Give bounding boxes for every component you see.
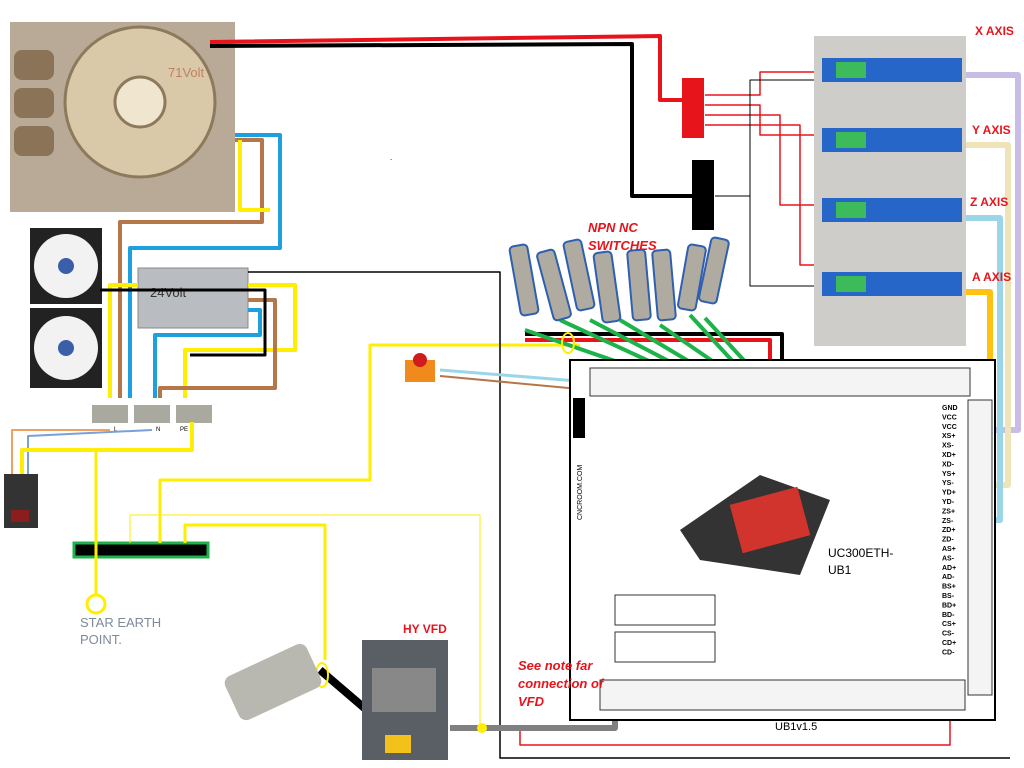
board-version: UB1v1.5 — [775, 721, 817, 733]
psu-label: 24Volt — [150, 285, 187, 300]
pin-label: BD- — [942, 612, 955, 619]
switches-label-1: NPN NC — [588, 220, 638, 235]
earth-label-2: POINT. — [80, 632, 122, 647]
pin-label: XD+ — [942, 452, 956, 459]
vfd-label: HY VFD — [403, 622, 447, 636]
marker-ellipse — [561, 332, 575, 354]
pin-label: BS- — [942, 593, 955, 600]
pin-label: AS+ — [942, 546, 956, 553]
pin-label: ZD+ — [942, 527, 955, 534]
terminal-n-label: N — [156, 427, 160, 433]
star-earth-point — [85, 593, 107, 615]
stray-mark: . — [390, 153, 392, 162]
board-name-1: UC300ETH- — [828, 546, 893, 560]
stepper-drivers — [814, 36, 966, 346]
hy-vfd — [362, 640, 448, 760]
npn-proximity-switches — [508, 236, 730, 324]
mains-switch — [4, 474, 38, 528]
pin-label: CS+ — [942, 621, 956, 628]
earth-label-1: STAR EARTH — [80, 615, 161, 630]
pin-label: ZS+ — [942, 508, 955, 515]
a-axis-label: A AXIS — [972, 270, 1011, 284]
vfd-note-1: See note far — [518, 658, 593, 673]
pin-label: GND — [942, 405, 958, 412]
terminal-blocks: L N PE — [92, 405, 212, 433]
pin-label: XS+ — [942, 433, 955, 440]
black-power-bus — [692, 160, 714, 230]
pin-label: CD+ — [942, 640, 956, 647]
right-pin-labels: GND VCC VCC XS+ XS- XD+ XD- YS+ YS- YD+ YD- ZS+ ZS- Z… — [942, 405, 958, 656]
spindle-motor — [224, 643, 322, 721]
marker-dot — [477, 723, 487, 733]
pin-label: ZS- — [942, 518, 954, 525]
emergency-stop-button — [405, 353, 435, 382]
switches-label-2: SWITCHES — [588, 238, 657, 253]
board-name-2: UB1 — [828, 563, 852, 577]
pin-label: CS- — [942, 631, 955, 638]
pin-label: AS- — [942, 555, 955, 562]
vfd-note-3: VFD — [518, 694, 545, 709]
pin-label: CD- — [942, 649, 955, 656]
pin-label: VCC — [942, 424, 957, 431]
board-site-label: CNCROOM.COM — [577, 465, 584, 520]
power-supply-24v: 24Volt — [137, 267, 249, 329]
pin-label: YS- — [942, 480, 954, 487]
earth-bar — [72, 541, 210, 559]
terminal-l-label: L — [114, 427, 118, 433]
vfd-note-2: connection of — [518, 676, 605, 691]
pin-label: BD+ — [942, 602, 956, 609]
pin-label: BS+ — [942, 584, 956, 591]
pin-label: AD+ — [942, 565, 956, 572]
pin-label: XD- — [942, 461, 955, 468]
pin-label: YD+ — [942, 490, 956, 497]
red-power-bus — [682, 78, 704, 138]
pin-label: AD- — [942, 574, 955, 581]
z-axis-label: Z AXIS — [970, 195, 1008, 209]
pin-label: YD- — [942, 499, 955, 506]
transformer-label: 71Volt — [168, 65, 205, 80]
pin-label: VCC — [942, 414, 957, 421]
pin-label: YS+ — [942, 471, 955, 478]
toroidal-transformer: 71Volt — [10, 22, 235, 212]
y-axis-label: Y AXIS — [972, 123, 1011, 137]
terminal-pe-label: PE — [180, 427, 188, 433]
board-module-photo — [680, 475, 830, 575]
cooling-fans — [30, 228, 102, 388]
pin-label: XS- — [942, 443, 954, 450]
uc300eth-ub1-board: CNCROOM.COM UC300ETH- UB1 UB1v1.5 GND VCC… — [569, 359, 996, 733]
x-axis-label: X AXIS — [975, 24, 1014, 38]
pin-label: ZD- — [942, 537, 954, 544]
